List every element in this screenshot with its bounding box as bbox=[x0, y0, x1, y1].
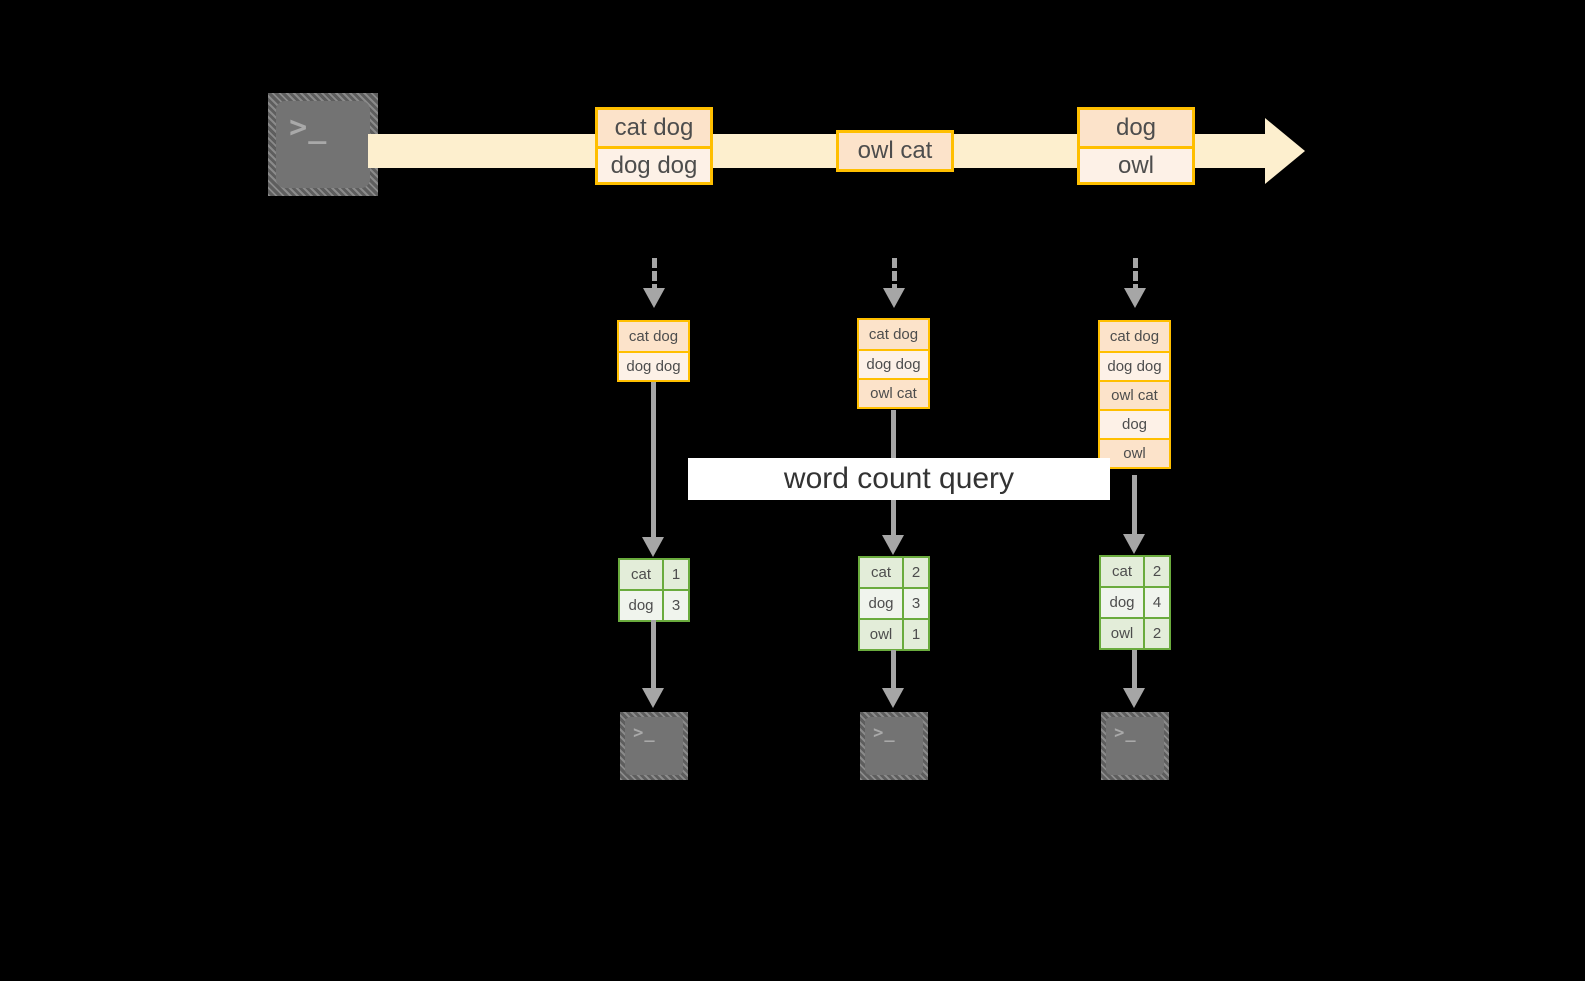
result-table-t1: cat 1 dog 3 bbox=[618, 558, 690, 622]
snapshot-dashed-connector bbox=[892, 258, 897, 294]
sink-terminal-icon-t2: >_ bbox=[860, 712, 928, 780]
result-table-t2: cat 2 dog 3 owl 1 bbox=[858, 556, 930, 651]
table-row: dog 3 bbox=[860, 587, 928, 618]
result-count: 4 bbox=[1145, 588, 1169, 617]
result-count: 1 bbox=[664, 560, 688, 589]
sink-arrow-shaft bbox=[651, 620, 656, 690]
snapshot-dashed-connector bbox=[1133, 258, 1138, 294]
result-count: 3 bbox=[664, 591, 688, 620]
terminal-screen: >_ bbox=[865, 717, 923, 775]
query-arrowhead bbox=[882, 535, 904, 555]
snapshot-arrowhead bbox=[643, 288, 665, 308]
terminal-prompt-glyph: >_ bbox=[1114, 723, 1137, 744]
table-row: dog 4 bbox=[1101, 586, 1169, 617]
terminal-screen: >_ bbox=[1106, 717, 1164, 775]
snapshot-table-t1: cat dog dog dog bbox=[617, 320, 690, 382]
stream-record: owl cat bbox=[839, 133, 951, 169]
sink-terminal-icon-t3: >_ bbox=[1101, 712, 1169, 780]
result-count: 2 bbox=[1145, 619, 1169, 648]
result-word: cat bbox=[860, 558, 904, 587]
snapshot-record: cat dog bbox=[1100, 322, 1169, 351]
snapshot-arrowhead bbox=[883, 288, 905, 308]
sink-arrowhead bbox=[882, 688, 904, 708]
snapshot-table-t2: cat dog dog dog owl cat bbox=[857, 318, 930, 409]
terminal-prompt-glyph: >_ bbox=[289, 110, 328, 146]
result-word: cat bbox=[620, 560, 664, 589]
sink-arrow-shaft bbox=[891, 650, 896, 690]
sink-arrowhead bbox=[642, 688, 664, 708]
sink-terminal-icon-t1: >_ bbox=[620, 712, 688, 780]
result-count: 2 bbox=[904, 558, 928, 587]
source-terminal-icon: >_ bbox=[268, 93, 378, 196]
snapshot-record: dog bbox=[1100, 409, 1169, 438]
snapshot-table-t3: cat dog dog dog owl cat dog owl bbox=[1098, 320, 1171, 469]
snapshot-record: owl bbox=[1100, 438, 1169, 467]
sink-arrowhead bbox=[1123, 688, 1145, 708]
stream-batch-2: owl cat bbox=[836, 130, 954, 172]
stream-band-arrowhead bbox=[1265, 118, 1305, 184]
stream-record: dog bbox=[1080, 110, 1192, 146]
stream-record: dog dog bbox=[598, 146, 710, 182]
snapshot-record: owl cat bbox=[1100, 380, 1169, 409]
sink-arrow-shaft bbox=[1132, 650, 1137, 690]
result-word: owl bbox=[1101, 619, 1145, 648]
query-label-text: word count query bbox=[783, 462, 1015, 495]
result-table-t3: cat 2 dog 4 owl 2 bbox=[1099, 555, 1171, 650]
query-arrow-shaft bbox=[1132, 475, 1137, 540]
snapshot-record: cat dog bbox=[619, 322, 688, 351]
result-count: 3 bbox=[904, 589, 928, 618]
query-arrowhead bbox=[642, 537, 664, 557]
result-word: cat bbox=[1101, 557, 1145, 586]
snapshot-record: dog dog bbox=[1100, 351, 1169, 380]
snapshot-arrowhead bbox=[1124, 288, 1146, 308]
stream-batch-1: cat dog dog dog bbox=[595, 107, 713, 185]
snapshot-record: owl cat bbox=[859, 378, 928, 407]
stream-record: cat dog bbox=[598, 110, 710, 146]
terminal-prompt-glyph: >_ bbox=[873, 723, 896, 744]
snapshot-dashed-connector bbox=[652, 258, 657, 294]
result-word: owl bbox=[860, 620, 904, 649]
table-row: cat 1 bbox=[620, 560, 688, 589]
terminal-screen: >_ bbox=[625, 717, 683, 775]
snapshot-record: dog dog bbox=[619, 351, 688, 380]
table-row: cat 2 bbox=[1101, 557, 1169, 586]
result-count: 1 bbox=[904, 620, 928, 649]
table-row: owl 1 bbox=[860, 618, 928, 649]
result-word: dog bbox=[1101, 588, 1145, 617]
snapshot-record: cat dog bbox=[859, 320, 928, 349]
query-arrow-shaft bbox=[651, 382, 656, 542]
result-word: dog bbox=[860, 589, 904, 618]
table-row: cat 2 bbox=[860, 558, 928, 587]
table-row: dog 3 bbox=[620, 589, 688, 620]
result-word: dog bbox=[620, 591, 664, 620]
terminal-prompt-glyph: >_ bbox=[633, 723, 656, 744]
result-count: 2 bbox=[1145, 557, 1169, 586]
snapshot-record: dog dog bbox=[859, 349, 928, 378]
table-row: owl 2 bbox=[1101, 617, 1169, 648]
terminal-screen: >_ bbox=[276, 101, 370, 188]
stream-batch-3: dog owl bbox=[1077, 107, 1195, 185]
stream-record: owl bbox=[1080, 146, 1192, 182]
query-label-banner: word count query bbox=[688, 458, 1110, 500]
query-arrowhead bbox=[1123, 534, 1145, 554]
